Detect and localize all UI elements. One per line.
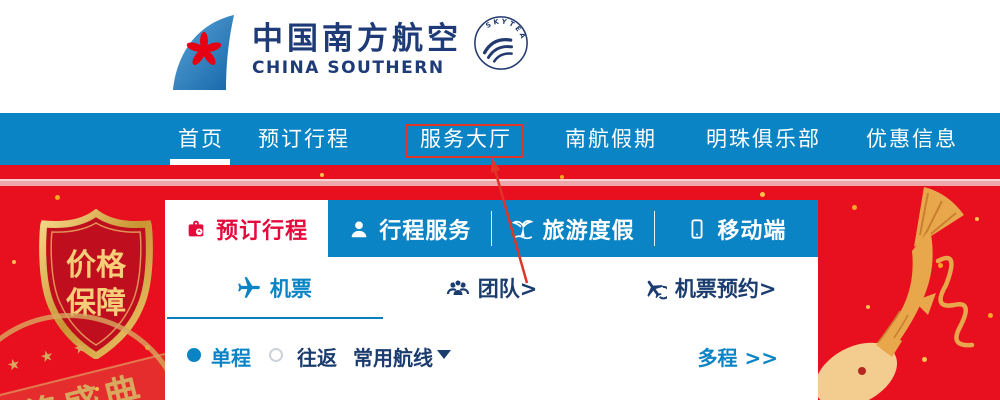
subtab-flights[interactable]: 机票 [165, 262, 383, 314]
tab-label: 旅游度假 [542, 218, 635, 244]
group-icon [446, 279, 469, 295]
subtab-group[interactable]: 团队> [383, 262, 601, 314]
subtab-label: 机票预约> [674, 277, 777, 301]
phone-icon [691, 218, 703, 239]
price-guarantee-badge: 价格 保障 [39, 209, 153, 359]
radio-selected-icon[interactable] [187, 348, 201, 362]
subtab-label: 团队> [477, 277, 538, 301]
skyteam-logo: SKYTEAM [472, 14, 528, 70]
nav-item-service-hall[interactable]: 服务大厅 [420, 127, 512, 151]
tab-separator [654, 211, 655, 246]
brand-logo[interactable]: 中国南方航空 CHINA SOUTHERN SKYTEAM [168, 12, 530, 94]
person-icon [352, 220, 367, 237]
gold-speck [560, 175, 564, 179]
subtab-label: 机票 [269, 277, 312, 301]
tailfin-logo [173, 15, 234, 90]
svg-text:保障: 保障 [66, 286, 126, 321]
brand-text: 中国南方航空 CHINA SOUTHERN [252, 22, 462, 78]
booking-panel: 预订行程 行程服务 旅游度假 [165, 200, 818, 400]
gold-speck [852, 205, 857, 210]
tab-booking[interactable]: 预订行程 [165, 200, 329, 257]
gold-speck [95, 387, 99, 391]
subtab-flight-reservation[interactable]: 机票预约> [600, 262, 818, 314]
tab-mobile[interactable]: 移动端 [654, 200, 818, 257]
gold-speck [975, 217, 979, 221]
booking-tabs: 预订行程 行程服务 旅游度假 [165, 200, 818, 257]
gold-speck [938, 263, 943, 268]
annotation-highlight-box [405, 124, 523, 158]
tab-label: 预订行程 [216, 218, 309, 244]
gold-speck [145, 345, 150, 350]
tab-separator [491, 211, 492, 246]
briefcase-icon [188, 220, 204, 236]
plane-icon [237, 277, 260, 298]
gold-speck [760, 192, 765, 197]
gold-speck [988, 313, 993, 318]
palm-icon [511, 219, 534, 239]
caret-down-icon[interactable] [437, 350, 451, 359]
gold-speck [12, 260, 16, 264]
nav-item-holidays[interactable]: 南航假期 [565, 127, 657, 151]
tab-trip-services[interactable]: 行程服务 [328, 200, 492, 257]
tab-label: 移动端 [717, 218, 787, 244]
trip-option-roundtrip[interactable]: 往返 [297, 346, 337, 370]
flights-active-underline [167, 317, 383, 319]
nav-item-deals[interactable]: 优惠信息 [866, 127, 958, 151]
nav-item-home[interactable]: 首页 [178, 127, 224, 151]
kapok-flower-icon [186, 32, 222, 65]
svg-text:价格: 价格 [66, 248, 127, 283]
koi-fish-graphic [818, 187, 975, 400]
tab-label: 行程服务 [379, 218, 472, 244]
plane-circle-icon [647, 280, 667, 299]
gold-speck [320, 173, 324, 177]
gold-speck [55, 195, 60, 200]
active-nav-underline [170, 159, 230, 165]
trip-option-oneway[interactable]: 单程 [211, 346, 251, 370]
squiggle-line [935, 255, 975, 348]
header: 中国南方航空 CHINA SOUTHERN SKYTEAM [0, 0, 1000, 113]
booking-subtabs: 机票 团队> 机票预约> [165, 262, 818, 314]
brand-name-en: CHINA SOUTHERN [252, 58, 445, 79]
gold-speck [866, 305, 870, 309]
radio-unselected-icon[interactable] [269, 348, 283, 362]
trip-type-row: 单程 往返 常用航线 多程 >> [165, 340, 818, 370]
tab-travel-vacation[interactable]: 旅游度假 [491, 200, 655, 257]
multi-city-link[interactable]: 多程 >> [697, 346, 778, 370]
nav-item-booking[interactable]: 预订行程 [258, 127, 350, 151]
gold-speck [922, 357, 927, 362]
nav-item-pearl-club[interactable]: 明珠俱乐部 [706, 127, 821, 151]
routes-dropdown[interactable]: 常用航线 [353, 346, 433, 370]
hero-banner: 价格 保障 ★ ★ ★ 年终盛典 [0, 165, 1000, 400]
brand-name-cn: 中国南方航空 [252, 21, 462, 57]
